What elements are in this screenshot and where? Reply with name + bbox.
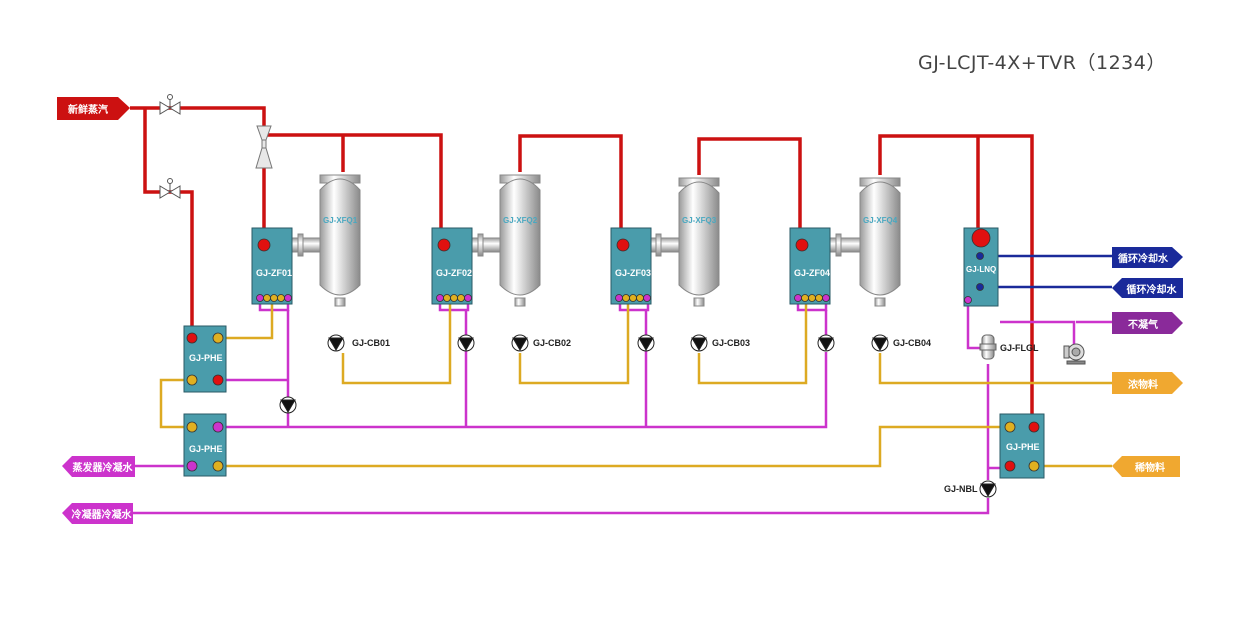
separator-4	[859, 177, 901, 307]
condensate-pipes	[130, 302, 1112, 515]
heater-3-label: GJ-ZF03	[615, 268, 652, 278]
pump-3-label: GJ-CB03	[712, 338, 751, 348]
stream-arrows	[57, 97, 1183, 524]
separator-3-label: GJ-XFQ3	[682, 216, 717, 225]
concentrate-label: 浓物料	[1128, 379, 1158, 391]
separator-2-label: GJ-XFQ2	[503, 216, 538, 225]
pump-1-label: GJ-CB01	[352, 338, 391, 348]
pumps	[279, 334, 997, 498]
page-title: GJ-LCJT-4X+TVR（1234）	[918, 52, 1166, 74]
tvr-ejector	[255, 125, 273, 169]
cooling-water-in-label: 循环冷却水	[1126, 284, 1177, 296]
separator-2	[499, 174, 541, 307]
noncondensable-gas-label: 不凝气	[1128, 319, 1158, 331]
feed-pipes	[159, 302, 1112, 468]
pump-2-label: GJ-CB02	[533, 338, 572, 348]
separator-3	[678, 177, 720, 307]
dilute-feed-label: 稀物料	[1135, 463, 1165, 474]
phe-right-label: GJ-PHE	[1006, 442, 1040, 452]
flgl-separator	[979, 334, 997, 360]
nbl-label: GJ-NBL	[944, 484, 978, 494]
phe-lower-left-label: GJ-PHE	[189, 444, 223, 454]
separator-1	[319, 174, 361, 307]
heater-boxes	[183, 227, 1045, 479]
evaporator-condensate-label: 蒸发器冷凝水	[72, 463, 133, 474]
separator-4-label: GJ-XFQ4	[863, 216, 898, 225]
pump-4-label: GJ-CB04	[893, 338, 932, 348]
cooling-water-out-label: 循环冷却水	[1118, 254, 1168, 265]
flgl-label: GJ-FLGL	[1000, 343, 1039, 353]
heater-4-label: GJ-ZF04	[794, 268, 831, 278]
heater-ports	[186, 228, 1040, 472]
condenser-label: GJ-LNQ	[966, 265, 997, 274]
heater-1-label: GJ-ZF01	[256, 268, 293, 278]
condenser-condensate-label: 冷凝器冷凝水	[71, 510, 132, 521]
separator-1-label: GJ-XFQ1	[323, 216, 358, 225]
fresh-steam-label: 新鲜蒸汽	[68, 105, 108, 116]
phe-upper-left-label: GJ-PHE	[189, 353, 223, 363]
heater-2-label: GJ-ZF02	[436, 268, 473, 278]
steam-valve-top	[159, 94, 181, 115]
steam-valve-bottom	[159, 178, 181, 199]
vacuum-pump	[1063, 343, 1086, 365]
cooling-pipes	[980, 254, 1112, 289]
